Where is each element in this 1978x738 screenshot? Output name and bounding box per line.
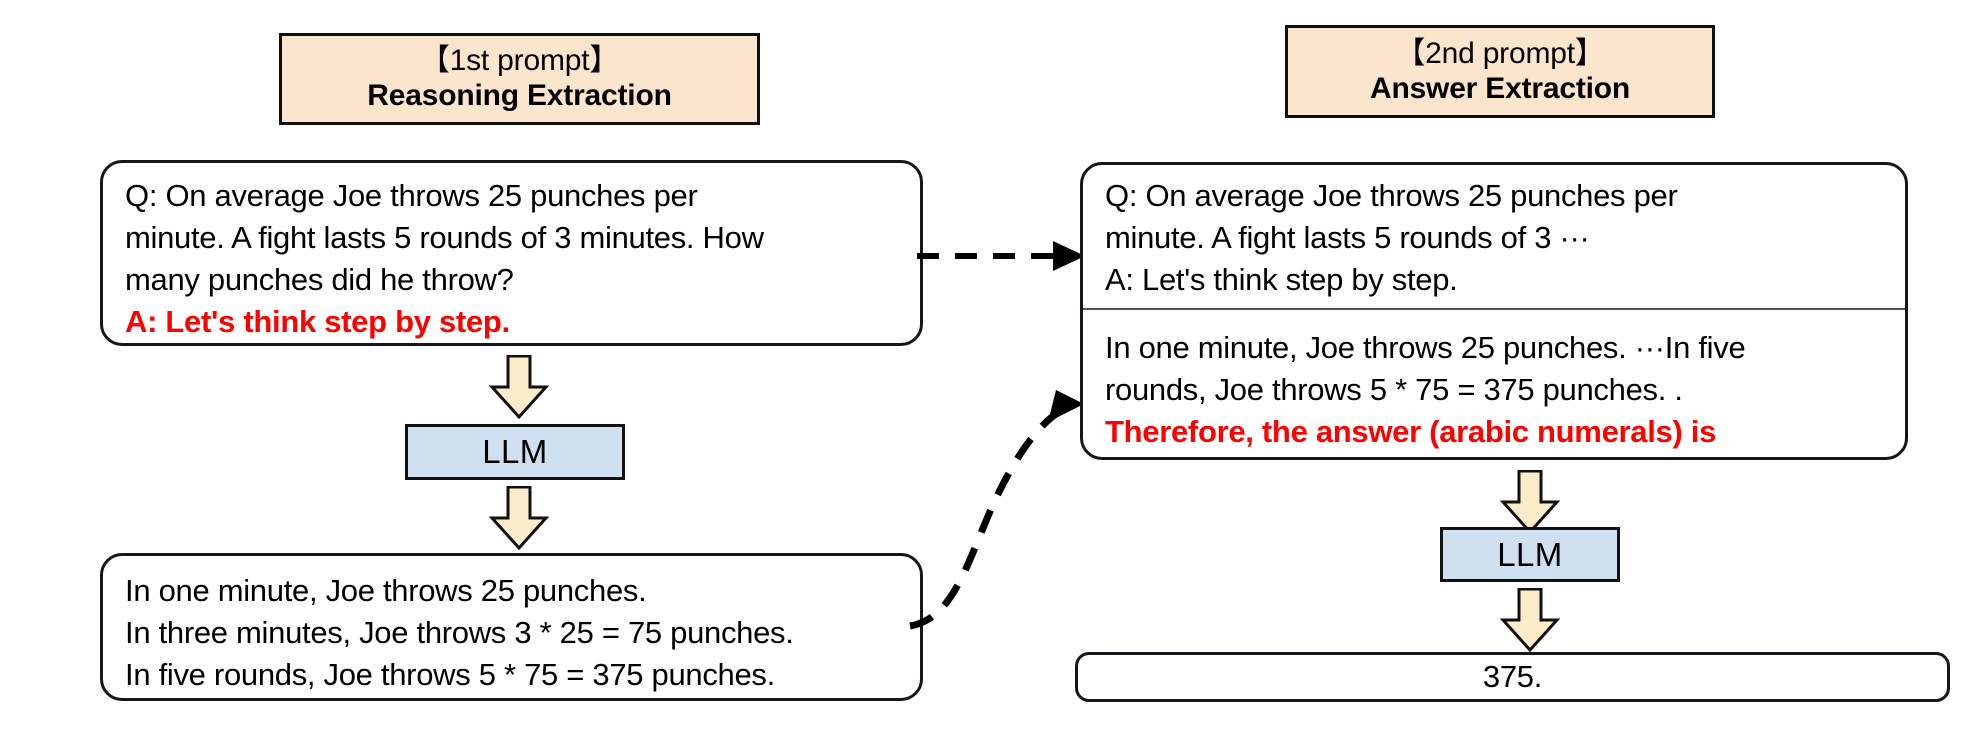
second-prompt-question-line-3: A: Let's think step by step.	[1105, 262, 1458, 297]
reasoning-output-line-2: In three minutes, Joe throws 3 * 25 = 75…	[125, 615, 794, 650]
header-box-first-prompt: 【1st prompt】 Reasoning Extraction	[279, 33, 760, 125]
first-prompt-question-box: Q: On average Joe throws 25 punches per …	[100, 160, 923, 346]
final-answer-box: 375.	[1075, 652, 1950, 702]
header-box-second-prompt: 【2nd prompt】 Answer Extraction	[1285, 25, 1715, 118]
first-prompt-question-line-2: minute. A fight lasts 5 rounds of 3 minu…	[125, 220, 764, 255]
model-box-left: LLM	[405, 424, 625, 480]
header-first-prompt-line1: 【1st prompt】	[419, 44, 620, 78]
second-prompt-divider	[1083, 308, 1905, 310]
first-prompt-question-line-3: many punches did he throw?	[125, 262, 514, 297]
down-arrow-icon-right-to-model	[1499, 469, 1561, 535]
header-first-prompt-line2: Reasoning Extraction	[367, 79, 672, 112]
second-prompt-trigger-phrase: Therefore, the answer (arabic numerals) …	[1105, 414, 1717, 449]
dashed-arrow-question-to-second-prompt	[915, 230, 1095, 282]
second-prompt-box: Q: On average Joe throws 25 punches per …	[1080, 162, 1908, 460]
model-box-right: LLM	[1440, 527, 1620, 582]
second-prompt-question-line-2: minute. A fight lasts 5 rounds of 3 ···	[1105, 220, 1590, 255]
second-prompt-reasoning-line-1: In one minute, Joe throws 25 punches. ··…	[1105, 330, 1746, 365]
second-prompt-question-line-1: Q: On average Joe throws 25 punches per	[1105, 178, 1678, 213]
reasoning-output-line-3: In five rounds, Joe throws 5 * 75 = 375 …	[125, 657, 775, 692]
first-prompt-trigger-phrase: A: Let's think step by step.	[125, 304, 510, 339]
first-prompt-reasoning-output-box: In one minute, Joe throws 25 punches. In…	[100, 553, 923, 701]
down-arrow-icon-left-model-to-output	[488, 485, 550, 551]
down-arrow-icon-right-model-to-answer	[1499, 587, 1561, 653]
header-second-prompt-line2: Answer Extraction	[1369, 71, 1630, 105]
reasoning-output-line-1: In one minute, Joe throws 25 punches.	[125, 573, 647, 608]
down-arrow-icon-left-to-model	[488, 354, 550, 420]
second-prompt-reasoning-line-2: rounds, Joe throws 5 * 75 = 375 punches.…	[1105, 372, 1683, 407]
header-second-prompt-line1: 【2nd prompt】	[1395, 36, 1605, 70]
first-prompt-question-line-1: Q: On average Joe throws 25 punches per	[125, 178, 698, 213]
dashed-arrow-reasoning-to-second-prompt	[900, 360, 1110, 635]
